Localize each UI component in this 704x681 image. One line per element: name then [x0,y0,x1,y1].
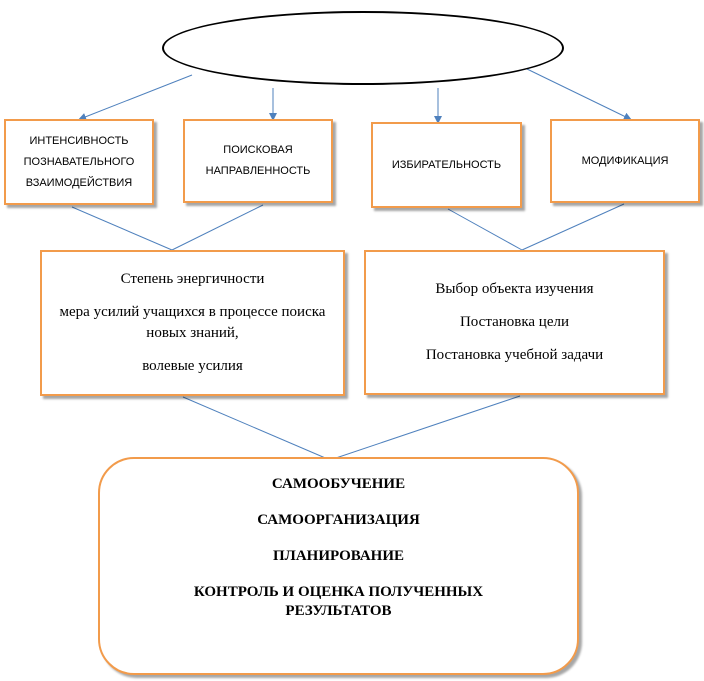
line-right-to-bottom [329,395,521,461]
line-intensity-to-left [71,206,173,251]
goal-setting-line: Выбор объекта изучения [435,281,594,297]
line-left-to-bottom [182,396,331,461]
criterion-modification-line: МОДИФИКАЦИЯ [581,154,669,167]
top-ellipse [162,11,564,85]
energy-box-title: Степень энергичности [120,271,265,287]
self-learning-line: САМООБУЧЕНИЕ [271,476,406,492]
control-evaluation-line: КОНТРОЛЬ И ОЦЕНКА ПОЛУЧЕННЫХ РЕЗУЛЬТАТОВ [193,584,484,619]
criterion-intensity-line: ПОЗНАВАТЕЛЬНОГО [23,155,135,168]
line-modification-to-right [521,203,625,251]
criterion-intensity: ИНТЕНСИВНОСТЬ ПОЗНАВАТЕЛЬНОГО ВЗАИМОДЕЙС… [4,119,154,205]
energy-box-text: мера усилий учащихся в процессе поиска н… [59,304,326,341]
arrow-to-modification [526,68,632,120]
goal-setting-line: Постановка цели [459,314,570,330]
planning-line: ПЛАНИРОВАНИЕ [273,548,404,564]
criterion-modification: МОДИФИКАЦИЯ [550,119,700,203]
energy-box-text: волевые усилия [142,358,243,374]
criterion-intensity-line: ВЗАИМОДЕЙСТВИЯ [25,176,133,189]
line-search-to-left [171,204,264,251]
criterion-search: ПОИСКОВАЯ НАПРАВЛЕННОСТЬ [183,119,333,203]
arrow-to-intensity [78,74,193,121]
energy-box: Степень энергичности мера усилий учащихс… [40,250,345,396]
self-learning-box: САМООБУЧЕНИЕ САМООРГАНИЗАЦИЯ ПЛАНИРОВАНИ… [98,457,579,675]
criterion-search-line: НАПРАВЛЕННОСТЬ [205,165,311,177]
criterion-selectivity-line: ИЗБИРАТЕЛЬНОСТЬ [391,158,502,171]
goal-setting-box: Выбор объекта изучения Постановка цели П… [364,250,665,395]
goal-setting-line: Постановка учебной задачи [425,347,604,363]
self-organization-line: САМООРГАНИЗАЦИЯ [257,512,420,528]
criterion-intensity-line: ИНТЕНСИВНОСТЬ [29,134,129,147]
criterion-search-line: ПОИСКОВАЯ [223,144,293,156]
criterion-selectivity: ИЗБИРАТЕЛЬНОСТЬ [371,122,522,208]
line-selectivity-to-right [447,208,523,251]
